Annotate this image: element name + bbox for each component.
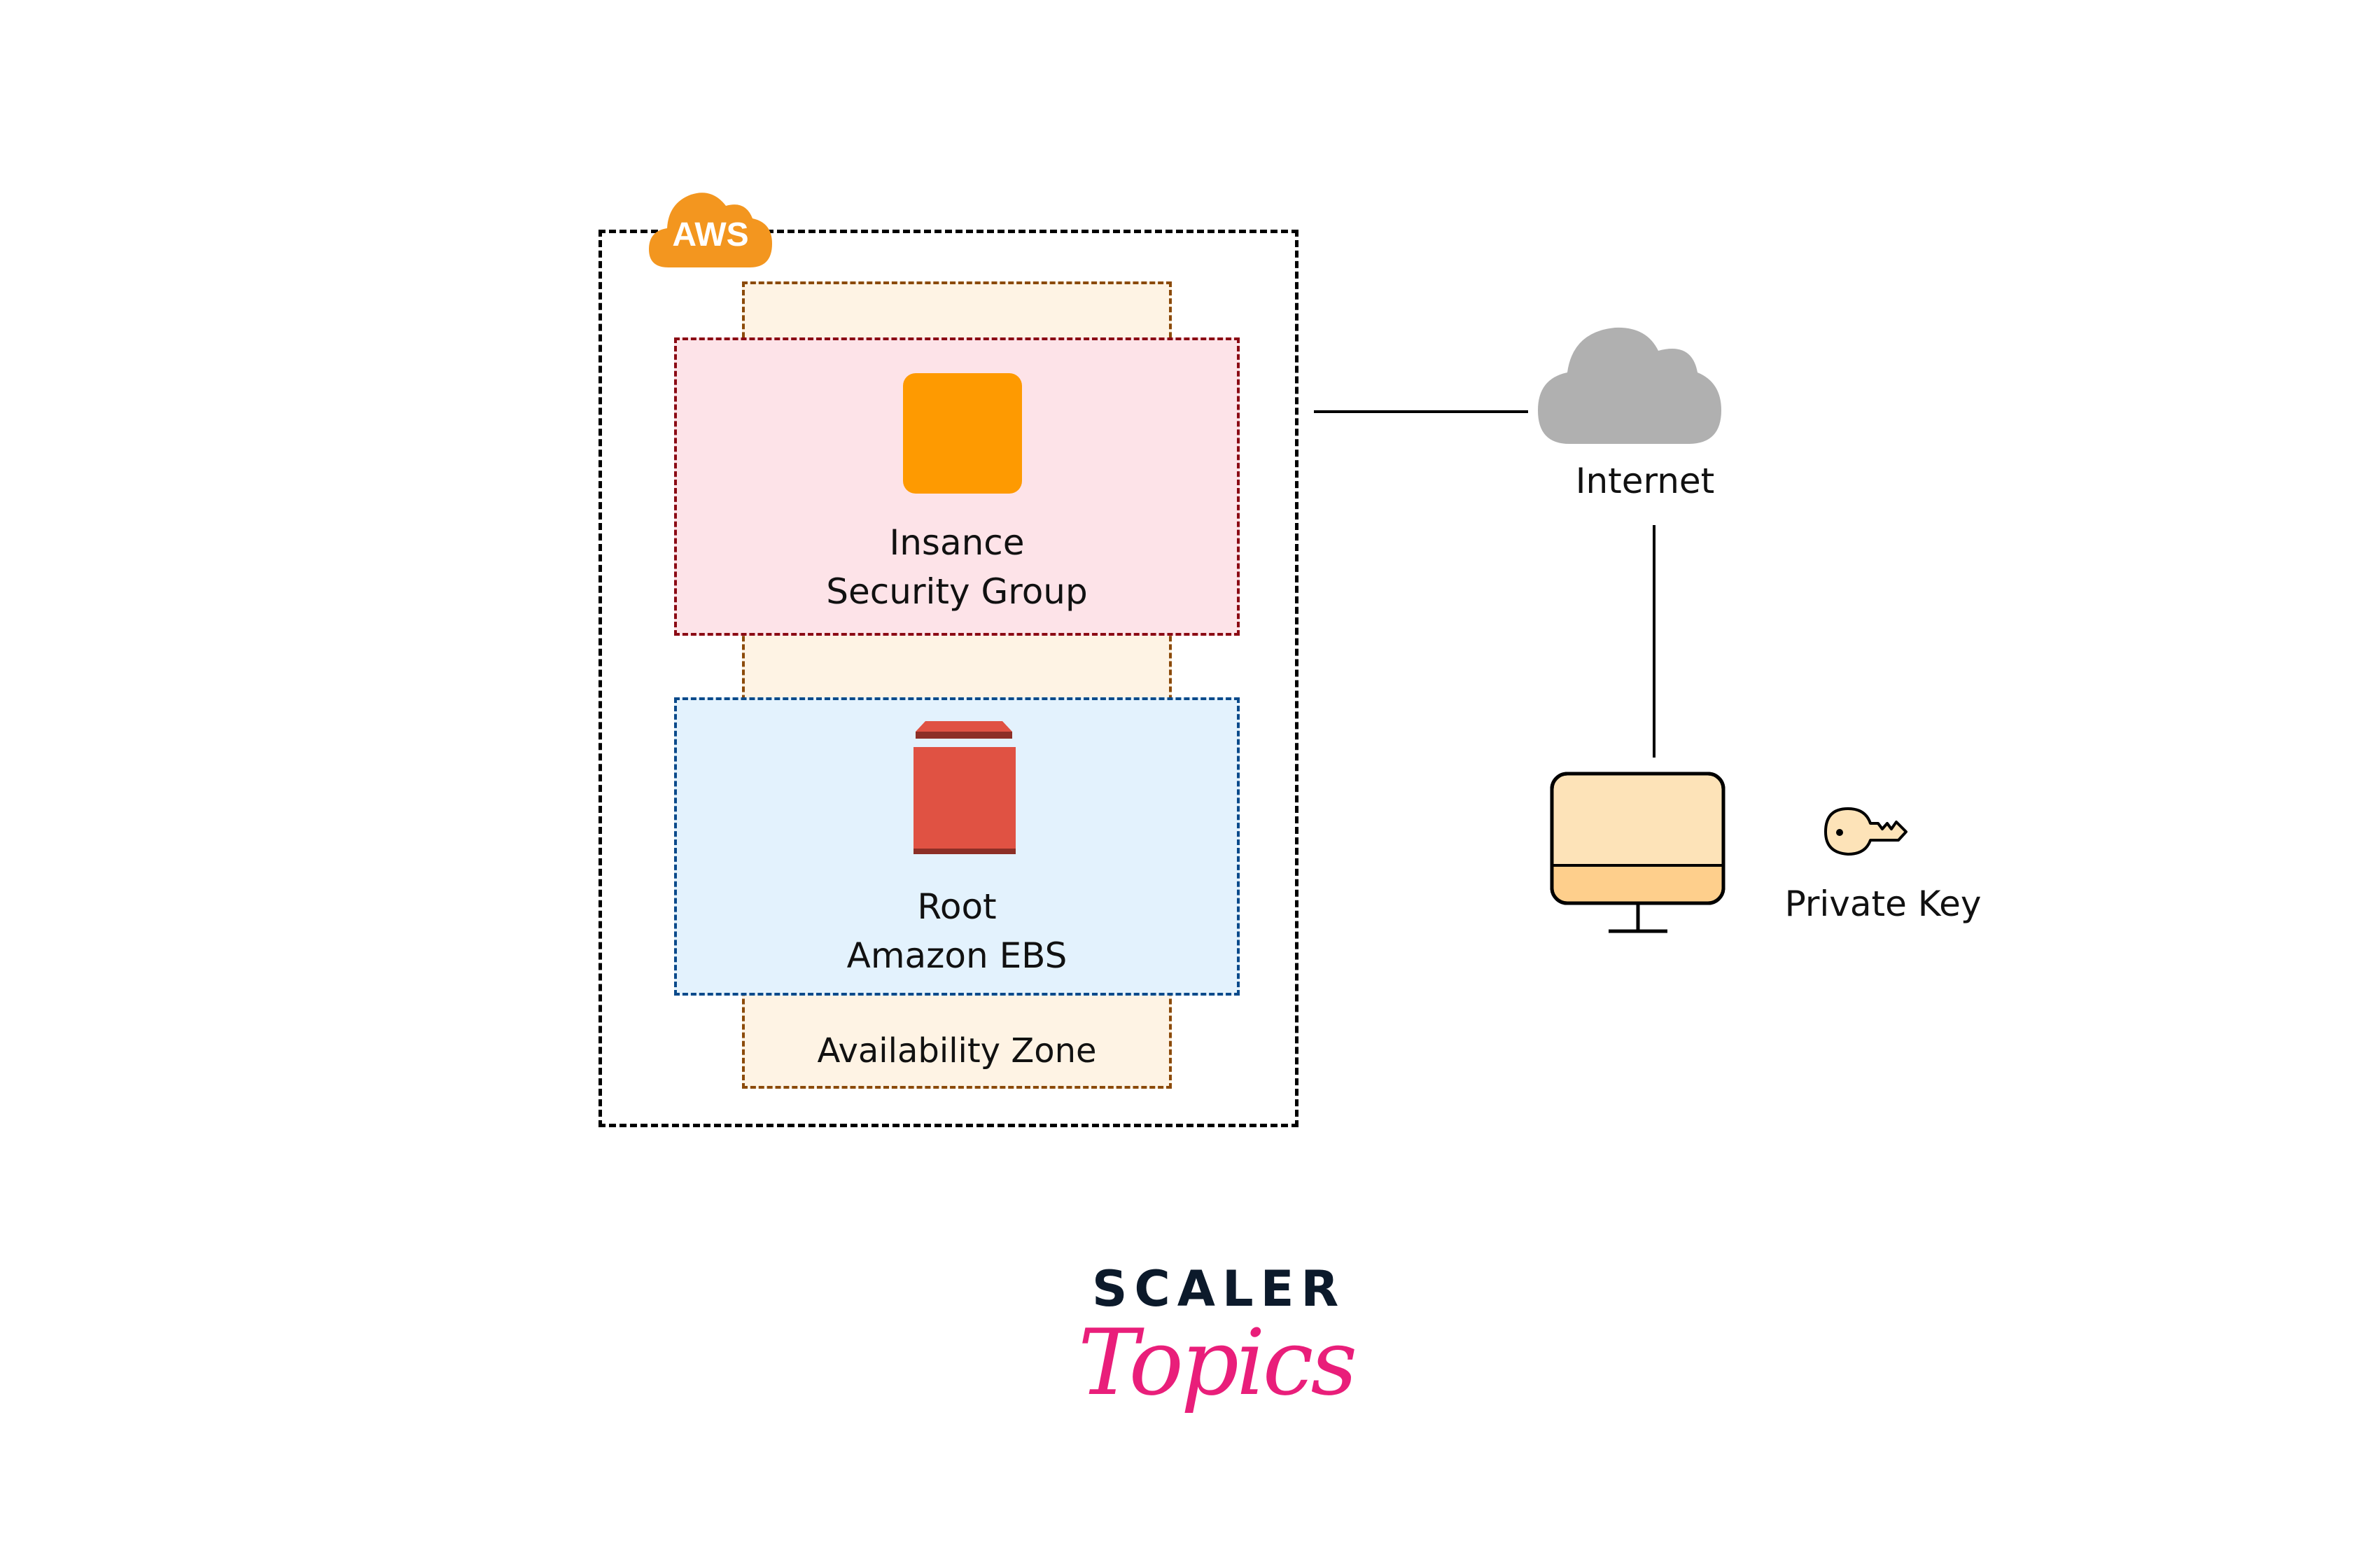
aws-cloud-frame xyxy=(598,230,1298,1127)
ec2-instance-icon xyxy=(903,373,1022,494)
ebs-label-line2: Amazon EBS xyxy=(846,935,1068,976)
key-icon xyxy=(1823,807,1918,856)
private-key-label: Private Key xyxy=(1784,884,1982,924)
aws-badge-text: AWS xyxy=(672,216,749,253)
aws-internet-connector xyxy=(1314,410,1528,413)
topics-logo-text: Topics xyxy=(1078,1309,1357,1416)
internet-label: Internet xyxy=(1575,461,1715,501)
ebs-label-line1: Root xyxy=(917,886,997,927)
security-group-label-line1: Insance xyxy=(889,522,1025,563)
aws-cloud-badge: AWS xyxy=(648,189,774,270)
monitor-icon xyxy=(1548,770,1736,942)
availability-zone-label: Availability Zone xyxy=(817,1031,1097,1071)
ebs-volume-icon xyxy=(913,721,1016,858)
internet-client-connector xyxy=(1653,525,1656,758)
security-group-label-line2: Security Group xyxy=(826,571,1088,612)
scaler-logo-text: SCALER xyxy=(1092,1260,1346,1318)
aws-cloud-icon xyxy=(649,193,772,267)
internet-cloud-icon xyxy=(1538,326,1723,445)
